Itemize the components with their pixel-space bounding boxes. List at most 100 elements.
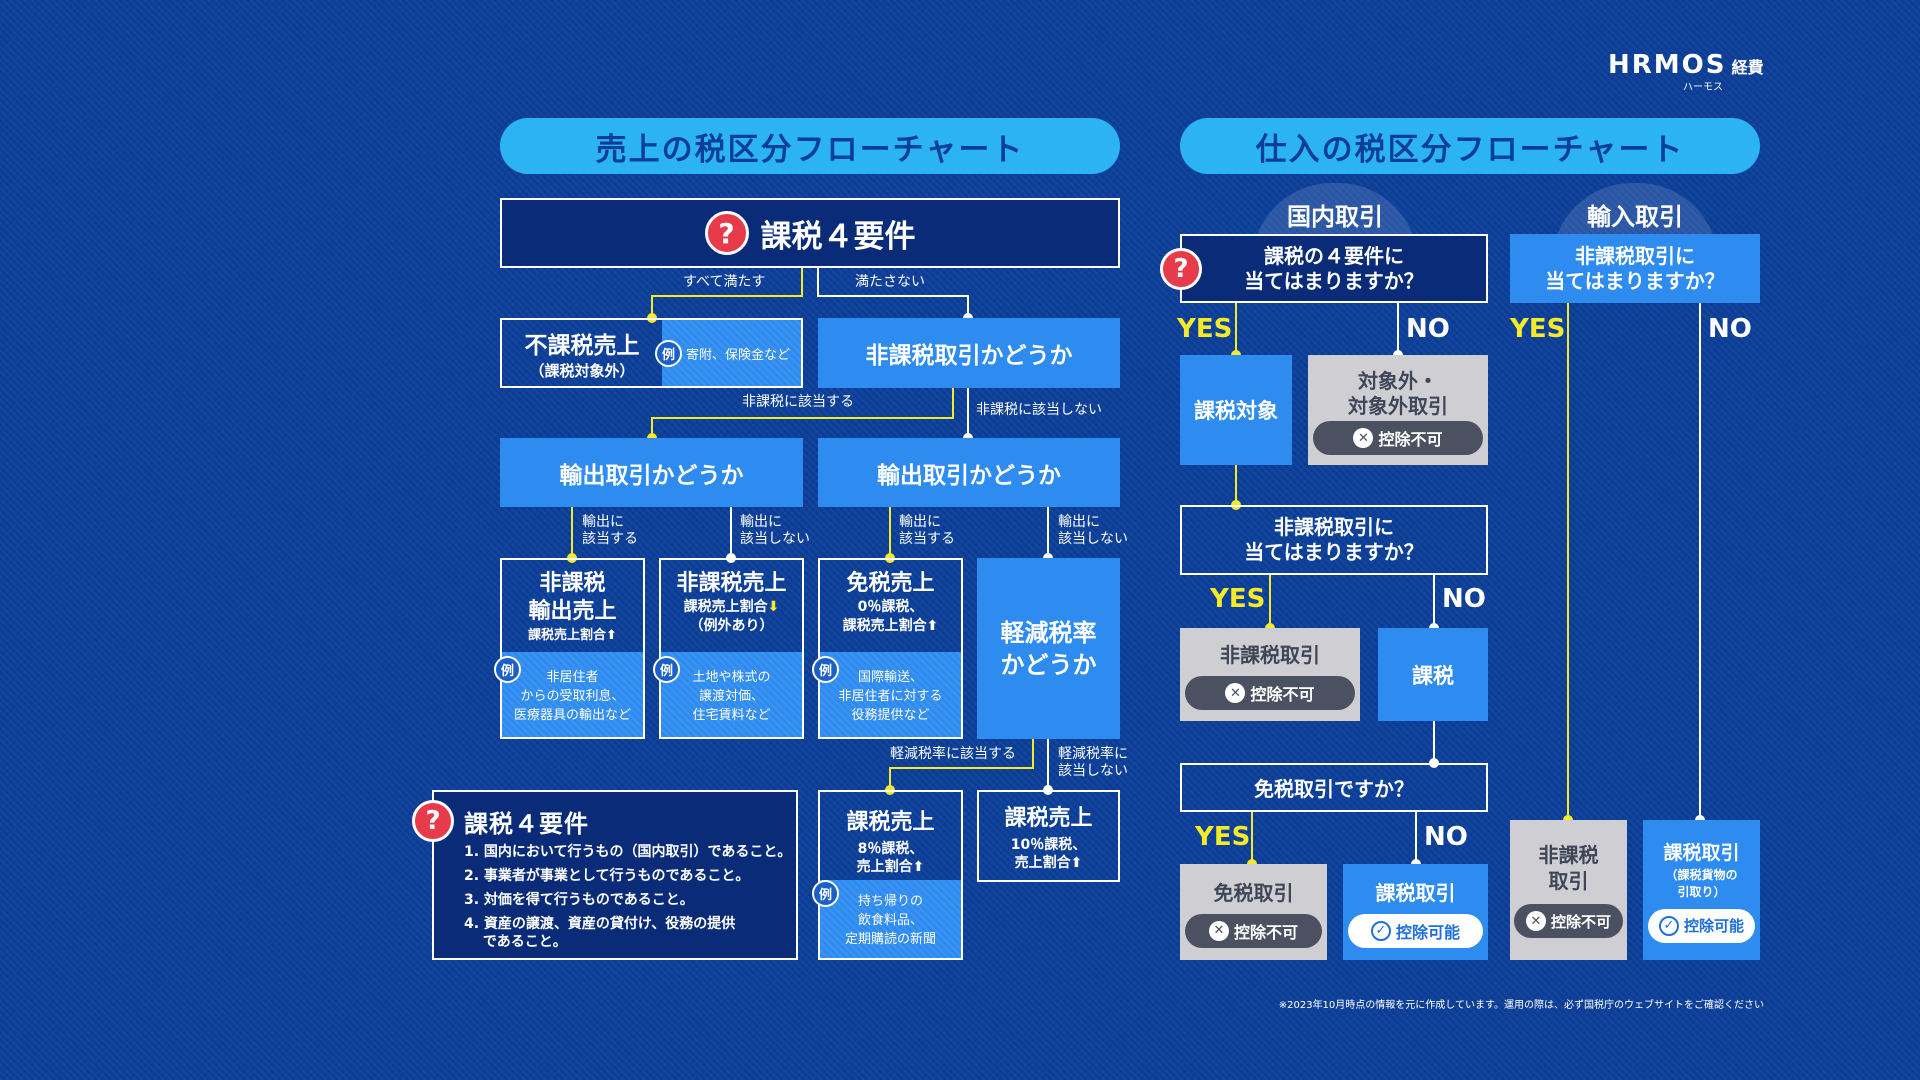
close-icon: ✕ <box>1525 911 1546 931</box>
box-title: 免税取引 <box>1213 880 1294 905</box>
purchase-q2: 非課税取引に 当てはまりますか？ <box>1180 505 1488 575</box>
label-yes: YES <box>1510 314 1566 344</box>
box-sub: 課税売上割合 <box>683 599 768 615</box>
label-no: NO <box>1424 822 1468 852</box>
result-box-menzei: 免税売上 0％課税、 課税売上割合⬆ 国際輸送、 非居住者に対する 役務提供など… <box>812 558 963 739</box>
box-title: 非課税取引 <box>1220 643 1320 667</box>
label-export-no-2: 輸出に 該当しない <box>1058 514 1128 547</box>
label-hikazei-no: 非課税に該当しない <box>976 402 1102 418</box>
box-sub: 0％課税、 課税売上割合 <box>842 599 927 634</box>
badge-label: 控除不可 <box>1250 685 1315 704</box>
box-sub: 課税売上割合 <box>528 628 607 643</box>
logo-kana: ハーモス <box>1683 82 1723 93</box>
hikazei-torihiki-box: 非課税取引 ✕控除不可 <box>1180 628 1360 721</box>
label-not-met: 満たさない <box>855 274 925 290</box>
box-title: 対象外・ 対象外取引 <box>1348 369 1448 418</box>
taishogai-box: 対象外・ 対象外取引 ✕控除不可 <box>1308 355 1488 465</box>
fukazei-example: 寄附、保険金など <box>686 348 791 363</box>
deduct-no-badge: ✕控除不可 <box>1185 913 1322 948</box>
badge-label: 控除不可 <box>1233 922 1298 942</box>
hikazei-question: 非課税取引かどうか <box>818 318 1120 388</box>
result-box-tax-8: 課税売上 8％課税、 売上割合⬆ 持ち帰りの 飲食料品、 定期購読の新聞 例 <box>812 790 963 960</box>
close-icon: ✕ <box>1225 683 1246 703</box>
requirement-item: 4. 資産の譲渡、資産の貸付け、役務の提供 であること。 <box>464 916 736 950</box>
badge-label: 控除不可 <box>1550 912 1611 931</box>
deduct-no-badge: ✕控除不可 <box>1514 904 1623 938</box>
box-sub2: （例外あり） <box>689 618 774 634</box>
result-box-tax-10: 課税売上 10％課税、 売上割合⬆ <box>977 790 1120 882</box>
check-icon: ✓ <box>1370 920 1391 941</box>
label-all-met: すべて満たす <box>683 274 766 290</box>
purchase-q1: 課税の４要件に 当てはまりますか？ <box>1180 234 1488 303</box>
box-title: 課税売上 <box>1004 806 1093 831</box>
down-arrow-icon: ⬇ <box>767 599 780 615</box>
kazei-taisho-box: 課税対象 <box>1180 355 1292 465</box>
box-sub: （課税貨物の 引取り） <box>1665 867 1738 899</box>
box-title: 課税取引 <box>1375 880 1456 905</box>
reduced-rate-question: 軽減税率 かどうか <box>977 558 1120 739</box>
purchase-q3: 免税取引ですか？ <box>1180 763 1488 812</box>
requirement-item: 3. 対価を得て行うものであること。 <box>464 892 694 908</box>
sales-top-label: 課税４要件 <box>760 218 916 255</box>
box-title: 非課税売上 <box>676 571 787 596</box>
box-sub: 10％課税、 売上割合 <box>1010 837 1087 871</box>
up-arrow-icon: ⬆ <box>912 859 925 875</box>
example-icon: 例 <box>653 656 680 683</box>
fukazei-sub: （課税対象外） <box>529 361 635 380</box>
box-example: 国際輸送、 非居住者に対する 役務提供など <box>838 670 943 723</box>
up-arrow-icon: ⬆ <box>1070 855 1083 871</box>
label-no: NO <box>1406 314 1450 344</box>
box-example: 持ち帰りの 飲食料品、 定期購読の新聞 <box>844 894 936 947</box>
fukazei-box: 不課税売上 （課税対象外） 例 寄附、保険金など <box>500 318 803 388</box>
label-export-yes-1: 輸出に 該当する <box>582 514 638 547</box>
label-export-no-1: 輸出に 該当しない <box>740 514 810 547</box>
label-no: NO <box>1442 584 1486 614</box>
sales-title: 売上の税区分フローチャート <box>500 118 1120 174</box>
badge-label: 控除不可 <box>1378 430 1443 449</box>
example-icon: 例 <box>494 656 521 683</box>
up-arrow-icon: ⬆ <box>926 618 939 634</box>
badge-label: 控除可能 <box>1395 922 1460 942</box>
import-kazei-box: 課税取引 （課税貨物の 引取り） ✓控除可能 <box>1643 820 1760 960</box>
box-title: 非課税 輸出売上 <box>528 571 617 624</box>
question-icon: ? <box>1160 248 1202 290</box>
requirement-item: 2. 事業者が事業として行うものであること。 <box>464 868 750 884</box>
label-export-yes-2: 輸出に 該当する <box>899 514 955 547</box>
check-icon: ✓ <box>1658 915 1679 936</box>
box-title: 課税売上 <box>846 810 935 835</box>
footnote: ※2023年10月時点の情報を元に作成しています。運用の際は、必ず国税庁のウェブ… <box>1278 1000 1764 1011</box>
import-question: 非課税取引に 当てはまりますか？ <box>1510 234 1760 303</box>
label-yes: YES <box>1210 584 1266 614</box>
box-sub: 8％課税、 売上割合 <box>856 841 924 875</box>
requirement-item: 1. 国内において行うもの（国内取引）であること。 <box>464 844 792 860</box>
up-arrow-icon: ⬆ <box>606 628 617 643</box>
example-icon: 例 <box>812 656 839 683</box>
requirements-box: ? 課税４要件 1. 国内において行うもの（国内取引）であること。 2. 事業者… <box>412 790 798 960</box>
export-question-1: 輸出取引かどうか <box>500 438 803 507</box>
brand-logo: HRMOS 経費 ハーモス <box>1608 50 1768 93</box>
label-reduced-yes: 軽減税率に該当する <box>890 746 1016 762</box>
label-no: NO <box>1708 314 1752 344</box>
deduct-ok-badge: ✓控除可能 <box>1348 913 1483 948</box>
close-icon: ✕ <box>1208 920 1229 941</box>
logo-text: HRMOS <box>1608 50 1727 80</box>
export-question-2: 輸出取引かどうか <box>818 438 1120 507</box>
label-yes: YES <box>1195 822 1251 852</box>
deduct-no-badge: ✕控除不可 <box>1313 421 1483 455</box>
example-icon: 例 <box>812 880 839 907</box>
box-example: 土地や株式の 譲渡対価、 住宅賃料など <box>692 670 771 723</box>
question-icon: ? <box>412 800 454 842</box>
import-hikazei-box: 非課税 取引 ✕控除不可 <box>1510 820 1627 960</box>
logo-suffix: 経費 <box>1731 58 1764 77</box>
box-title: 免税売上 <box>846 571 935 596</box>
deduct-no-badge: ✕控除不可 <box>1185 676 1355 710</box>
sales-top-requirement: ? 課税４要件 <box>500 198 1120 268</box>
kazei-torihiki-box: 課税取引 ✓控除可能 <box>1343 864 1488 960</box>
purchase-title: 仕入の税区分フローチャート <box>1180 118 1760 174</box>
badge-label: 控除可能 <box>1683 917 1744 935</box>
close-icon: ✕ <box>1353 428 1374 448</box>
question-icon: ? <box>704 211 749 255</box>
label-hikazei-yes: 非課税に該当する <box>742 394 854 410</box>
menzei-box: 免税取引 ✕控除不可 <box>1180 864 1327 960</box>
label-yes: YES <box>1177 314 1233 344</box>
